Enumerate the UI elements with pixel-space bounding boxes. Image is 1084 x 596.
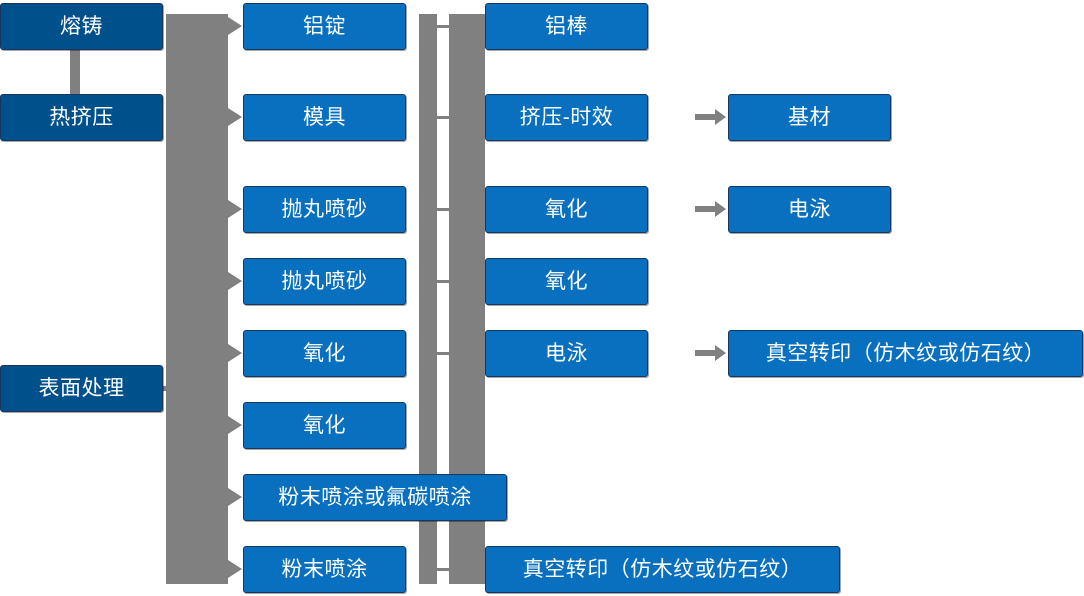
band-arrowhead-6 [228, 416, 242, 434]
main-connector-band [166, 14, 228, 584]
process-box-c3-6[interactable]: 真空转印（仿木纹或仿石纹） [485, 546, 840, 593]
process-box-c3-2[interactable]: 挤压-时效 [485, 94, 648, 141]
band-arrowhead-8 [228, 560, 242, 578]
column3-to-column4-arrow-1 [695, 109, 726, 125]
inner-band-stub-1 [437, 25, 449, 28]
process-box-label: 粉末喷涂 [281, 558, 368, 581]
process-box-label: 抛丸喷砂 [281, 270, 368, 293]
process-box-c2-7[interactable]: 粉末喷涂或氟碳喷涂 [243, 474, 507, 521]
process-box-label: 挤压-时效 [519, 106, 614, 129]
process-box-c2-8[interactable]: 粉末喷涂 [243, 546, 406, 593]
process-box-c2-1[interactable]: 铝锭 [243, 3, 406, 50]
stage3-band-connector [163, 386, 191, 391]
process-box-stage-3[interactable]: 表面处理 [0, 365, 163, 412]
inner-band-stub-2 [437, 116, 449, 119]
process-box-label: 电泳 [545, 342, 588, 365]
inner-band-left [419, 14, 437, 584]
process-box-label: 铝锭 [303, 15, 346, 38]
process-box-label: 氧化 [303, 414, 346, 437]
process-box-label: 氧化 [545, 198, 588, 221]
band-arrowhead-7 [228, 488, 242, 506]
process-box-label: 氧化 [545, 270, 588, 293]
band-arrowhead-1 [228, 17, 242, 35]
band-arrowhead-3 [228, 200, 242, 218]
process-box-c2-4[interactable]: 抛丸喷砂 [243, 258, 406, 305]
process-box-label: 电泳 [788, 198, 831, 221]
process-box-c3-3[interactable]: 氧化 [485, 186, 648, 233]
column3-to-column4-arrow-3 [695, 345, 726, 361]
process-box-label: 粉末喷涂或氟碳喷涂 [278, 486, 472, 509]
inner-band-stub-4 [437, 280, 449, 283]
column3-to-column4-arrow-2 [695, 201, 726, 217]
process-box-stage-1[interactable]: 熔铸 [0, 3, 163, 50]
process-box-label: 熔铸 [60, 15, 103, 38]
stage1-to-stage2-connector [70, 50, 80, 94]
process-box-label: 表面处理 [38, 377, 125, 400]
process-box-stage-2[interactable]: 热挤压 [0, 94, 163, 141]
process-box-label: 真空转印（仿木纹或仿石纹） [522, 558, 803, 581]
process-box-label: 基材 [788, 106, 831, 129]
process-box-c4-3[interactable]: 真空转印（仿木纹或仿石纹） [728, 330, 1083, 377]
band-arrowhead-4 [228, 272, 242, 290]
process-box-c3-5[interactable]: 电泳 [485, 330, 648, 377]
process-box-label: 铝棒 [545, 15, 588, 38]
process-box-c2-3[interactable]: 抛丸喷砂 [243, 186, 406, 233]
process-box-c4-1[interactable]: 基材 [728, 94, 891, 141]
process-box-label: 热挤压 [49, 106, 114, 129]
process-box-c4-2[interactable]: 电泳 [728, 186, 891, 233]
inner-band-stub-3 [437, 208, 449, 211]
process-box-label: 抛丸喷砂 [281, 198, 368, 221]
process-box-c3-1[interactable]: 铝棒 [485, 3, 648, 50]
band-arrowhead-2 [228, 108, 242, 126]
inner-band-stub-6 [437, 568, 449, 571]
process-box-label: 真空转印（仿木纹或仿石纹） [765, 342, 1046, 365]
inner-band-stub-5 [437, 352, 449, 355]
process-box-c3-4[interactable]: 氧化 [485, 258, 648, 305]
process-box-c2-6[interactable]: 氧化 [243, 402, 406, 449]
process-box-c2-2[interactable]: 模具 [243, 94, 406, 141]
process-box-label: 模具 [303, 106, 346, 129]
band-arrowhead-5 [228, 344, 242, 362]
process-box-c2-5[interactable]: 氧化 [243, 330, 406, 377]
process-box-label: 氧化 [303, 342, 346, 365]
